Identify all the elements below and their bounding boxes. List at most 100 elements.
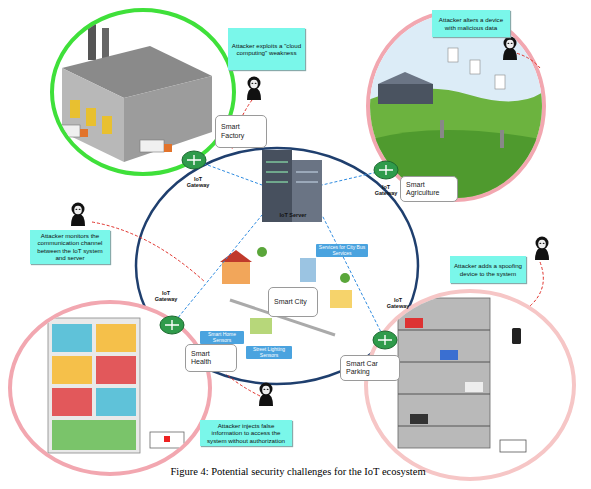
phone-icon: [512, 328, 521, 344]
building: [300, 258, 316, 282]
server-light: [296, 172, 318, 173]
chimney: [88, 22, 96, 60]
parking-circle: [366, 291, 574, 479]
router-arrows: [378, 335, 392, 345]
node-text: Services for City Bus Services: [318, 245, 366, 256]
sensor-sign: Street Lighting Sensors: [246, 346, 292, 359]
sensor-pole: [440, 120, 444, 138]
sensor-icon: [495, 75, 505, 89]
node-text: Attacker adds a spoofing device to the s…: [453, 262, 523, 277]
room: [96, 324, 136, 352]
attacker-icon: [503, 37, 517, 61]
factory-door: [102, 116, 112, 134]
truck: [140, 140, 164, 152]
ambulance-cross: [164, 436, 170, 442]
node-text: Smart City: [274, 298, 307, 306]
router-arrows: [187, 155, 201, 165]
house: [250, 318, 272, 334]
sensor-pole: [500, 130, 504, 148]
domain-box: Smart Factory: [215, 115, 267, 148]
car: [440, 350, 458, 360]
truck-cab: [164, 144, 172, 152]
server-rack: [262, 150, 292, 222]
component-label: IoT Server: [276, 212, 310, 218]
floor-line: [398, 362, 490, 363]
router-arrows: [165, 320, 179, 330]
node-text: Attacker exploits a "cloud computing" we…: [231, 42, 302, 57]
attack-callout: Attacker adds a spoofing device to the s…: [450, 256, 526, 283]
factory-wall: [124, 76, 212, 162]
router-body: [182, 151, 206, 169]
router-arrows: [379, 165, 393, 175]
sensor-sign: Smart Home Sensors: [200, 331, 244, 344]
attack-leader: [226, 374, 260, 396]
truck-cab: [80, 129, 88, 137]
hospital-building: [48, 318, 140, 453]
car: [410, 414, 428, 424]
node-text: Attacker monitors the communication chan…: [33, 232, 107, 262]
component-label: IoT Gateway: [182, 176, 214, 188]
router-body: [374, 161, 398, 179]
room: [52, 388, 92, 416]
node-text: Smart Factory: [221, 123, 261, 140]
component-label: IoT Gateway: [382, 297, 414, 309]
factory-door: [86, 108, 96, 126]
node-text: Street Lighting Sensors: [248, 347, 290, 358]
attack-leader: [530, 262, 543, 306]
node-text: Smart Home Sensors: [202, 332, 242, 343]
room: [96, 388, 136, 416]
house: [222, 262, 250, 284]
attacker-icon: [535, 237, 549, 261]
attack-callout: Attacker alters a device with malicious …: [432, 10, 510, 37]
room: [52, 356, 92, 384]
truck: [58, 125, 80, 137]
house-roof: [220, 250, 252, 262]
tree: [340, 273, 350, 283]
house: [330, 290, 352, 308]
gateway-wire: [172, 215, 262, 325]
factory-door: [70, 100, 80, 118]
node-text: Smart Health: [191, 350, 231, 367]
router-body: [160, 316, 184, 334]
room: [52, 420, 136, 450]
attack-callout: Attacker injects false information to ac…: [200, 420, 292, 446]
room: [96, 356, 136, 384]
sensor-icon: [448, 48, 458, 62]
factory-wall: [62, 68, 124, 162]
router-icon: [160, 316, 184, 334]
attacker-icon: [247, 77, 261, 101]
ambulance: [150, 432, 184, 448]
component-label: IoT Gateway: [150, 290, 182, 302]
chimney: [102, 28, 109, 58]
domain-box: Smart Car Parking: [340, 355, 400, 381]
greenhouse: [378, 84, 433, 104]
parking-tower: [398, 298, 490, 448]
figure-caption: Figure 4: Potential security challenges …: [0, 466, 591, 477]
domain-box: Smart Health: [185, 344, 237, 372]
server-light: [266, 162, 288, 163]
server-light: [266, 172, 288, 173]
car: [500, 440, 526, 452]
health-circle: [10, 302, 210, 474]
car: [465, 382, 483, 392]
floor-line: [398, 394, 490, 395]
attack-callout: Attacker exploits a "cloud computing" we…: [228, 28, 305, 70]
attacker-icon: [71, 203, 85, 227]
server-light: [266, 182, 288, 183]
node-text: Attacker injects false information to ac…: [203, 422, 289, 444]
field: [368, 130, 546, 202]
router-body: [373, 331, 397, 349]
car: [405, 318, 423, 328]
router-icon: [182, 151, 206, 169]
component-label: IoT Gateway: [370, 184, 402, 196]
node-text: Smart Car Parking: [346, 360, 394, 377]
attacker-icon: [259, 383, 273, 407]
floor-line: [398, 426, 490, 427]
node-text: Smart Agriculture: [406, 181, 452, 198]
domain-box: Smart City: [268, 287, 318, 317]
attack-callout: Attacker monitors the communication chan…: [30, 230, 110, 264]
sensor-icon: [470, 60, 480, 74]
floor-line: [398, 330, 490, 331]
